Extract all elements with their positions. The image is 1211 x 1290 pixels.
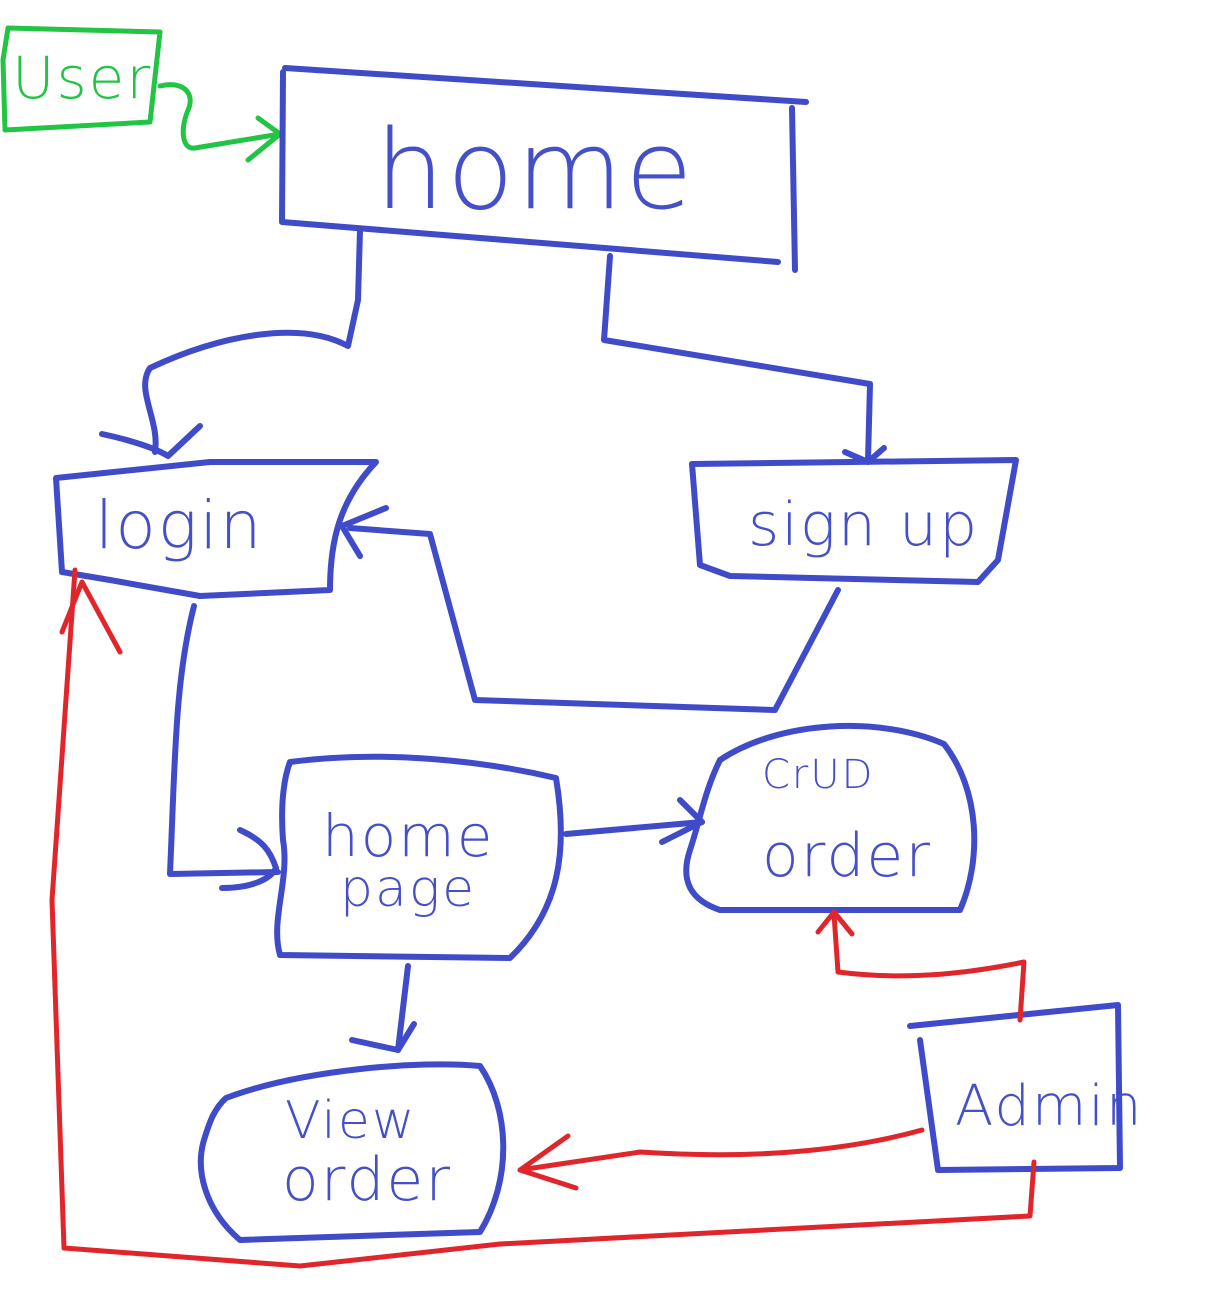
edge-line [563, 819, 705, 837]
node-login: login [53, 459, 379, 599]
node-view-order: View order [197, 1061, 507, 1243]
node-signup: sign up [689, 457, 1019, 585]
homepage-label-line2: page [340, 859, 476, 919]
view-order-box [197, 1061, 507, 1243]
crud-order-label-line2: order [762, 821, 932, 891]
arrow-head-icon [339, 505, 389, 559]
edge-line [142, 227, 363, 455]
node-admin: Admin [907, 1002, 1143, 1173]
admin-box [907, 1002, 1123, 1173]
homepage-box [274, 753, 564, 961]
login-label: login [95, 487, 264, 564]
edge-line [601, 253, 873, 463]
edge-admin-to-login [49, 567, 1037, 1269]
edge-homepage-to-vieworder [349, 963, 417, 1053]
home-box [279, 65, 809, 273]
edge-line [831, 911, 1027, 1023]
edge-line [517, 1127, 925, 1173]
homepage-label-line1: home [322, 802, 494, 870]
home-label: home [375, 106, 695, 234]
arrow-head-icon [659, 797, 705, 845]
edge-line [49, 567, 1037, 1269]
edge-line [347, 525, 841, 713]
node-homepage: home page [274, 753, 564, 961]
signup-label: sign up [748, 490, 979, 560]
signup-box [689, 457, 1019, 585]
arrow-head-icon [99, 423, 203, 459]
crud-order-label-line1: CrUD [762, 752, 874, 798]
edge-user-to-home [157, 82, 283, 163]
edge-signup-to-login [339, 505, 841, 713]
arrow-head-icon [349, 1021, 417, 1053]
edge-admin-to-crud [815, 909, 1027, 1023]
edge-line [167, 603, 281, 877]
node-home: home [279, 65, 809, 273]
crud-order-box [683, 722, 978, 913]
edge-line [157, 82, 283, 151]
user-label: User [12, 44, 152, 112]
arrow-head-icon [59, 579, 123, 655]
arrow-head-icon [219, 827, 279, 891]
view-order-label-line1: View [285, 1091, 416, 1151]
admin-label: Admin [955, 1074, 1143, 1139]
edge-admin-to-vieworder [517, 1127, 925, 1191]
edge-home-to-login [99, 227, 363, 459]
login-box [53, 459, 379, 599]
arrow-head-icon [815, 909, 855, 937]
edge-homepage-to-crud [563, 797, 705, 845]
edge-line [395, 963, 411, 1053]
user-box [0, 25, 163, 133]
edge-login-to-homepage [167, 603, 281, 891]
view-order-label-line2: order [282, 1145, 452, 1215]
node-crud-order: CrUD order [683, 722, 978, 913]
edge-home-to-signup [601, 253, 887, 465]
arrow-head-icon [517, 1133, 579, 1191]
node-user: User [0, 25, 163, 133]
